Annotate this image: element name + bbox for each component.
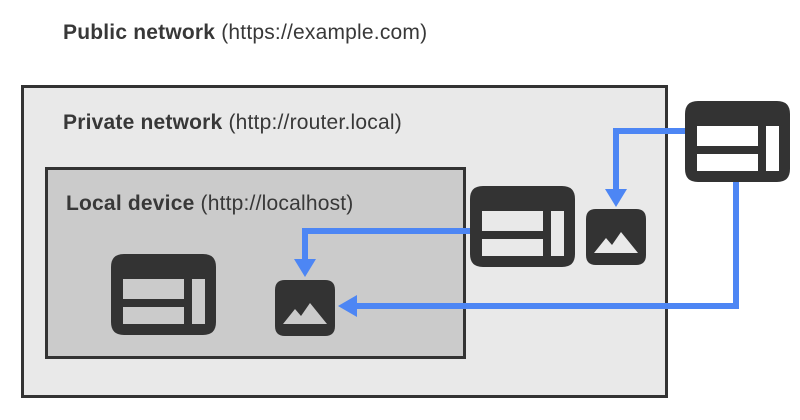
local-browser-window-icon: [111, 254, 216, 335]
private-browser-window-icon: [470, 186, 575, 267]
private-image-icon: [586, 209, 646, 265]
private-network-name: Private network: [63, 111, 223, 134]
local-device-url: (http://localhost): [194, 192, 354, 215]
private-network-label: Private network (http://router.local): [63, 110, 402, 135]
local-device-name: Local device: [66, 192, 195, 215]
public-network-name: Public network: [63, 21, 216, 44]
private-network-url: (http://router.local): [222, 111, 402, 134]
local-device-box: Local device (http://localhost): [45, 167, 466, 359]
local-device-label: Local device (http://localhost): [66, 191, 354, 216]
public-network-url: (https://example.com): [215, 21, 428, 44]
local-image-icon: [275, 280, 335, 336]
private-network-box: Private network (http://router.local) Lo…: [21, 85, 668, 398]
public-network-label: Public network (https://example.com): [63, 20, 427, 45]
public-browser-window-icon: [685, 101, 790, 182]
